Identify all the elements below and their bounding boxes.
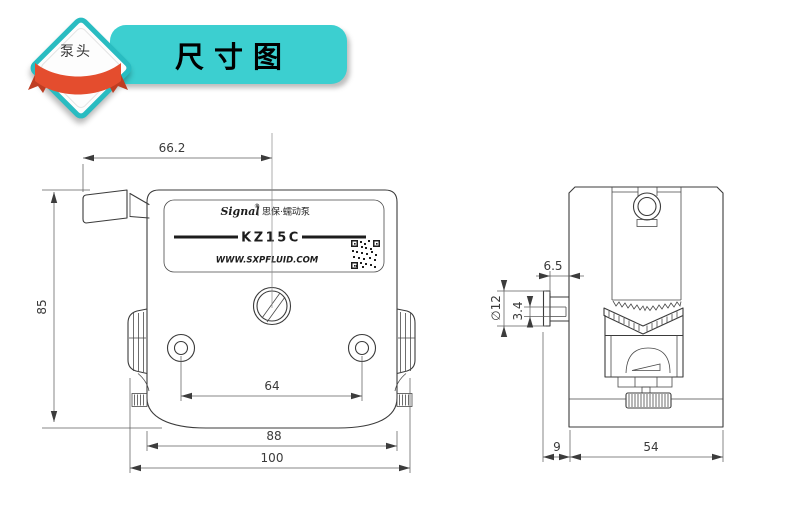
clamp-cartridge	[603, 300, 684, 409]
svg-text:9: 9	[553, 440, 561, 454]
clamp-left	[127, 308, 150, 392]
dim-overall-width: 100	[129, 378, 411, 473]
tube-port	[632, 187, 662, 227]
website: WWW.SXPFLUID.COM	[216, 256, 319, 266]
dim-height: 85	[35, 189, 162, 429]
dim-neck-length: 6.5	[536, 259, 584, 293]
brand-registered-mark: ®	[254, 203, 260, 210]
qr-code	[351, 240, 380, 269]
dim-port-diameter: ∅12	[489, 280, 546, 337]
cartridge-arch	[625, 347, 671, 374]
tube-channel	[611, 187, 682, 301]
side-view	[542, 186, 724, 428]
svg-text:88: 88	[266, 429, 281, 443]
model-number: KZ15C	[241, 231, 301, 246]
brand-chinese: 思保·蠕动泵	[262, 206, 310, 218]
dim-flange-offset: 9	[542, 332, 724, 462]
chevron-hatch	[608, 311, 678, 332]
svg-text:64: 64	[264, 379, 279, 393]
chevron-band	[603, 307, 684, 335]
badge-label: 泵头	[60, 44, 92, 60]
label-panel-content: Signal ® 思保·蠕动泵 KZ15C WWW.SXPFLUID.COM	[174, 203, 380, 269]
cartridge-base	[617, 376, 673, 394]
label-panel	[163, 199, 385, 273]
svg-text:85: 85	[35, 299, 49, 314]
brand-logo: Signal	[220, 205, 259, 218]
ribbon-icon	[28, 63, 128, 95]
label-bar-right	[302, 235, 366, 239]
handle	[82, 189, 150, 224]
clamp-right	[394, 308, 416, 392]
page-title: 尺寸图	[174, 39, 292, 74]
dim-groove-width: 3.4	[511, 296, 551, 328]
svg-text:∅12: ∅12	[489, 295, 503, 321]
knurl-screw-right	[396, 393, 413, 407]
thumbwheel	[625, 392, 672, 409]
header-banner: 尺寸图	[110, 25, 347, 84]
dim-body-depth: 54	[570, 440, 723, 461]
svg-text:6.5: 6.5	[543, 259, 562, 273]
label-bar-left	[174, 235, 238, 239]
svg-text:66.2: 66.2	[159, 141, 186, 155]
serration	[612, 300, 682, 312]
svg-text:100: 100	[261, 451, 284, 465]
ribbon-band	[35, 63, 121, 95]
cartridge-wedge	[631, 363, 661, 371]
svg-text:54: 54	[643, 440, 658, 454]
front-body-outline	[146, 189, 398, 429]
side-body-outline	[568, 186, 724, 428]
dim-hole-spacing: 64	[180, 356, 363, 401]
dim-handle-to-center: 66.2	[82, 141, 272, 192]
tube-connector-tab	[542, 290, 570, 327]
dim-body-width: 88	[146, 429, 398, 451]
front-view: Signal ® 思保·蠕动泵 KZ15C WWW.SXPFLUID.COM	[82, 133, 416, 429]
dimensions: 66.2 85 64	[35, 141, 724, 473]
knurl-screw-left	[131, 393, 148, 407]
svg-text:3.4: 3.4	[511, 301, 525, 320]
